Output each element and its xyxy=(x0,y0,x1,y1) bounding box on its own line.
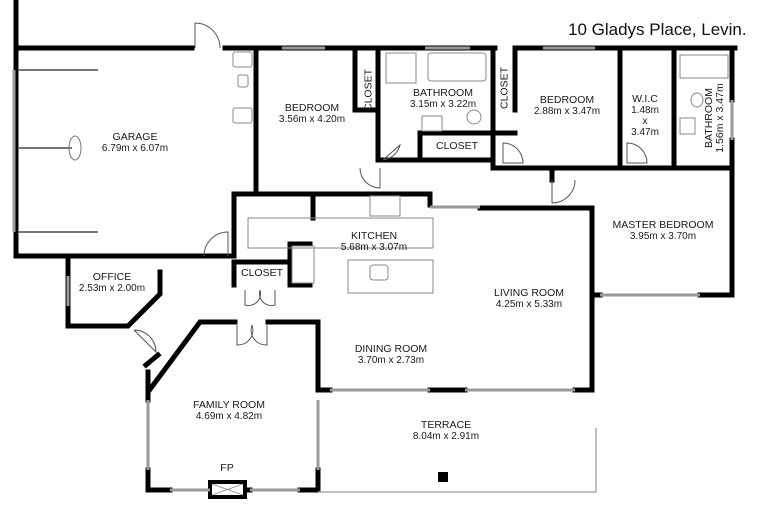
fireplace-label: FP xyxy=(220,463,233,474)
room-dims: 1.56m x 3.47m xyxy=(714,83,726,153)
room-name: MASTER BEDROOM xyxy=(612,219,714,231)
property-address-title: 10 Gladys Place, Levin. xyxy=(568,20,747,39)
room-label-family-room: FAMILY ROOM 4.69m x 4.82m xyxy=(193,399,265,423)
fireplace-name: FP xyxy=(220,462,234,474)
room-dims: 6.79m x 6.07m xyxy=(101,143,169,154)
room-label-closet-4: CLOSET xyxy=(241,268,283,279)
terrace-post xyxy=(438,472,448,482)
room-label-wic: W.I.C 1.48m x 3.47m xyxy=(631,93,659,139)
room-label-closet-3: CLOSET xyxy=(436,141,478,152)
room-label-closet-1: CLOSET xyxy=(362,68,375,112)
room-label-kitchen: KITCHEN 5.68m x 3.07m xyxy=(340,230,408,254)
room-dims: 8.04m x 2.91m xyxy=(412,431,480,442)
room-name: OFFICE xyxy=(92,271,132,283)
room-label-bathroom-2: BATHROOM 1.56m x 3.47m xyxy=(703,83,726,153)
room-label-bedroom-2: BEDROOM 2.88m x 3.47m xyxy=(533,94,601,118)
room-label-living-room: LIVING ROOM 4.25m x 5.33m xyxy=(493,287,565,311)
room-label-terrace: TERRACE 8.04m x 2.91m xyxy=(412,419,480,443)
garage-door-tracks xyxy=(18,69,98,233)
room-name: W.I.C xyxy=(632,93,658,105)
room-name: TERRACE xyxy=(420,419,472,431)
room-dims: 3.70m x 2.73m xyxy=(357,355,425,366)
fixtures xyxy=(232,51,729,294)
room-label-bedroom-1: BEDROOM 3.56m x 4.20m xyxy=(278,102,346,126)
terrace-outline xyxy=(318,428,597,493)
garage-opener xyxy=(68,135,82,161)
room-label-office: OFFICE 2.53m x 2.00m xyxy=(78,271,146,295)
room-name: LIVING ROOM xyxy=(493,287,565,299)
room-name: CLOSET xyxy=(240,267,284,279)
room-dims-line1: 1.48m xyxy=(631,105,659,116)
room-dims-line2: x xyxy=(642,116,648,127)
exterior-walls xyxy=(13,0,738,493)
room-dims: 3.95m x 3.70m xyxy=(629,231,697,242)
room-name: CLOSET xyxy=(435,140,479,152)
room-name: CLOSET xyxy=(362,68,375,112)
room-name: BATHROOM xyxy=(413,87,473,99)
room-dims: 2.53m x 2.00m xyxy=(78,283,146,294)
windows xyxy=(12,46,734,492)
room-label-garage: GARAGE 6.79m x 6.07m xyxy=(101,131,169,155)
room-label-closet-2: CLOSET xyxy=(498,66,511,110)
room-name: KITCHEN xyxy=(350,230,398,242)
room-label-bathroom-1: BATHROOM 3.15m x 3.22m xyxy=(409,87,477,111)
room-dims-line3: 3.47m xyxy=(631,127,659,138)
room-dims: 4.25m x 5.33m xyxy=(495,299,563,310)
room-label-master-bedroom: MASTER BEDROOM 3.95m x 3.70m xyxy=(612,219,714,243)
room-name: BEDROOM xyxy=(284,102,340,114)
room-label-dining-room: DINING ROOM 3.70m x 2.73m xyxy=(354,343,428,367)
room-name: BEDROOM xyxy=(539,94,595,106)
room-dims: 5.68m x 3.07m xyxy=(340,242,408,253)
room-dims: 2.88m x 3.47m xyxy=(533,106,601,117)
room-dims: 3.15m x 3.22m xyxy=(409,99,477,110)
doors xyxy=(133,22,648,354)
room-name: FAMILY ROOM xyxy=(193,399,265,411)
room-name: GARAGE xyxy=(112,131,158,143)
room-name: CLOSET xyxy=(498,66,511,110)
room-dims: 4.69m x 4.82m xyxy=(195,411,263,422)
room-name: DINING ROOM xyxy=(354,343,428,355)
room-dims: 3.56m x 4.20m xyxy=(278,114,346,125)
